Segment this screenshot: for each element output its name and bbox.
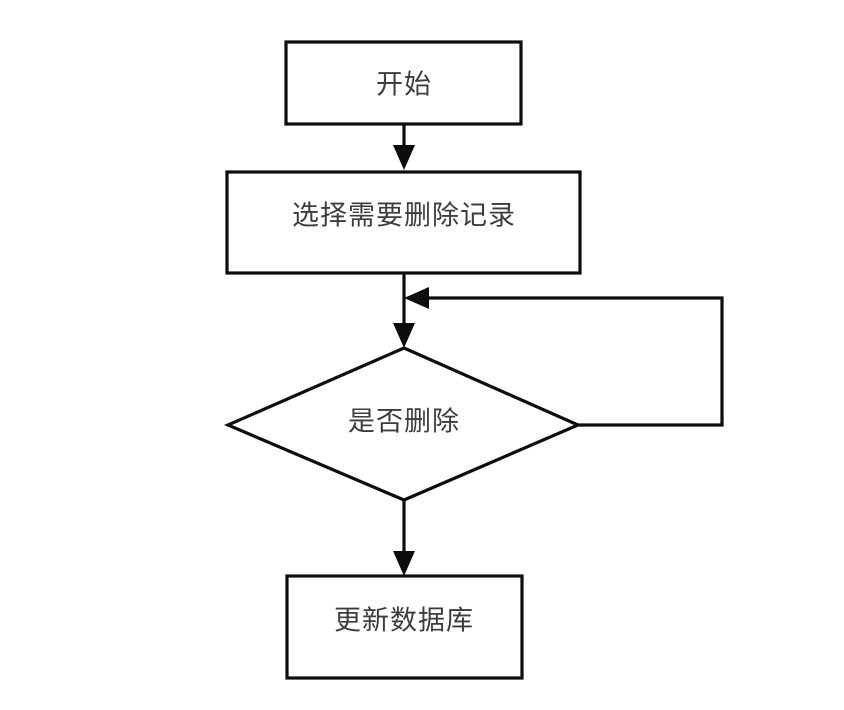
edge-start-to-select [393,124,415,170]
node-decision-delete[interactable]: 是否删除 [223,346,582,502]
node-select-records-shape[interactable] [225,170,582,275]
edge-select-to-decide-arrowhead [393,323,415,348]
edge-decide-to-update-arrowhead [393,551,415,576]
node-start-label: 开始 [376,70,432,101]
node-decision-delete-shape[interactable] [223,346,582,502]
node-start[interactable]: 开始 [284,40,523,126]
edge-decide-to-select-feedback [404,287,724,427]
node-decision-delete-label: 是否删除 [348,407,460,438]
edge-decide-to-update [393,500,415,576]
node-update-database-shape[interactable] [285,574,524,680]
edge-select-to-decide [393,273,415,348]
node-select-records-label: 选择需要删除记录 [292,201,516,232]
node-start-shape[interactable] [284,40,523,126]
node-update-database[interactable]: 更新数据库 [285,574,524,680]
edge-feedback-loop-arrowhead [404,287,429,309]
edge-feedback-loop-path [422,296,724,427]
node-select-records[interactable]: 选择需要删除记录 [225,170,582,275]
node-update-database-label: 更新数据库 [334,606,474,637]
edge-start-to-select-arrowhead [393,145,415,170]
